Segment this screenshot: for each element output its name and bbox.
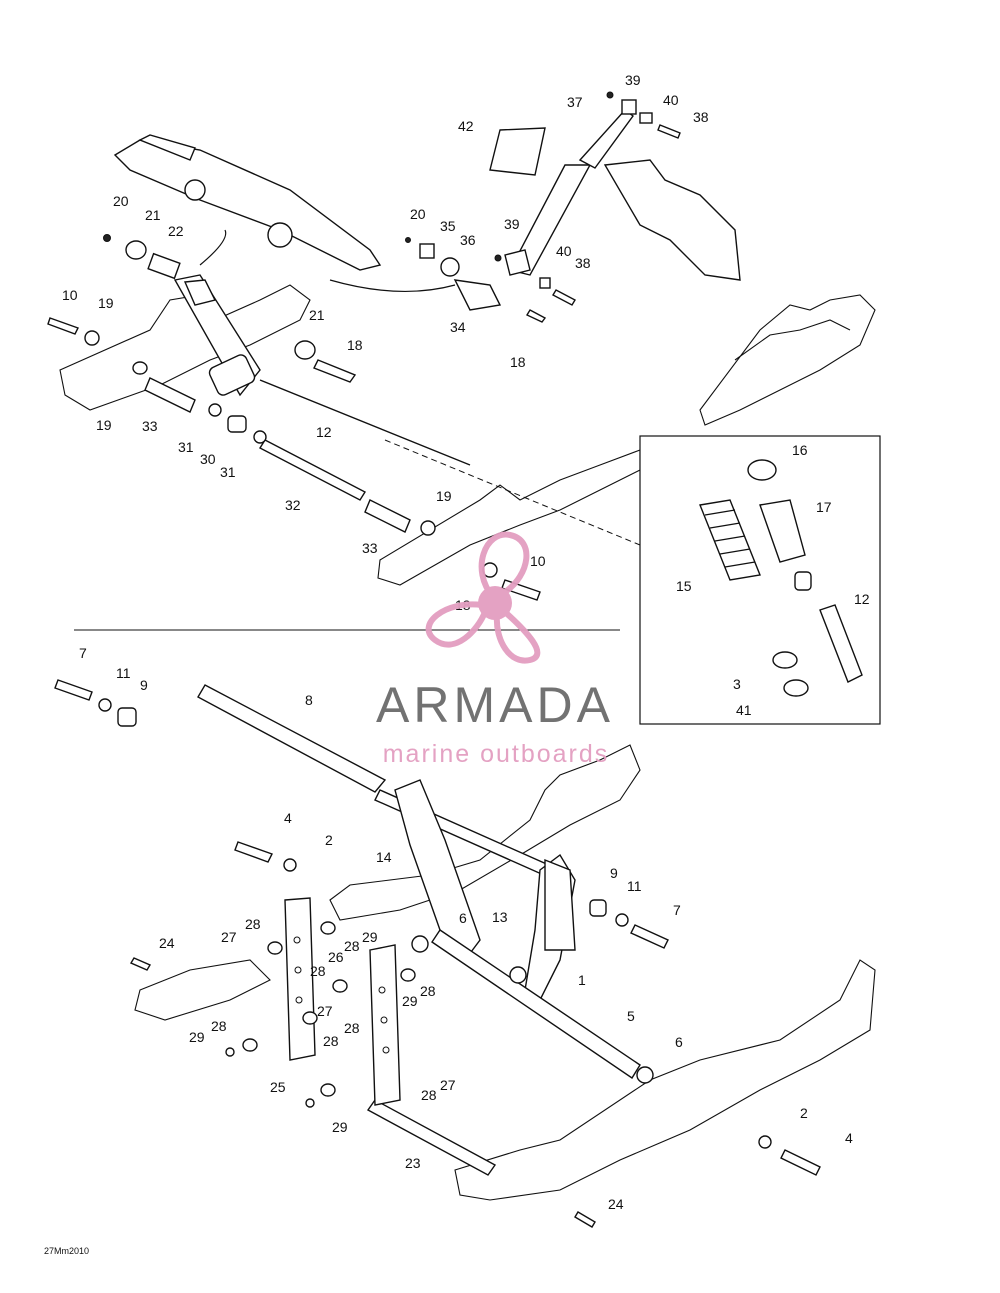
upper-hardware — [47, 91, 681, 601]
callout-label: 30 — [200, 451, 216, 467]
leader-curve-2 — [199, 229, 227, 266]
leader-curve — [329, 279, 456, 293]
rear-arm-assembly — [113, 134, 382, 271]
callout-label: 36 — [460, 232, 476, 248]
watermark-tagline: marine outboards — [383, 740, 610, 768]
callout-label: 15 — [676, 578, 692, 594]
callout-label: 28 — [344, 1020, 360, 1036]
callout-label: 31 — [178, 439, 194, 455]
callout-label: 2 — [325, 832, 333, 848]
callout-label: 1 — [578, 972, 586, 988]
callout-label: 10 — [530, 553, 546, 569]
callout-label: 19 — [96, 417, 112, 433]
callout-label: 2 — [800, 1105, 808, 1121]
shock-detail-box — [639, 435, 881, 725]
callout-label: 39 — [625, 72, 641, 88]
callout-label: 12 — [854, 591, 870, 607]
callout-label: 33 — [142, 418, 158, 434]
callout-label: 23 — [405, 1155, 421, 1171]
drawing-code: 27Mm2010 — [44, 1246, 89, 1256]
callout-label: 26 — [328, 949, 344, 965]
callout-label: 6 — [675, 1034, 683, 1050]
watermark-brand: ARMADA — [376, 677, 614, 733]
lower-cross-shaft — [366, 929, 641, 1176]
callout-label: 3 — [733, 676, 741, 692]
callout-label: 7 — [79, 645, 87, 661]
callout-label: 39 — [504, 216, 520, 232]
callout-label: 19 — [98, 295, 114, 311]
callout-label: 27 — [440, 1077, 456, 1093]
callout-label: 4 — [284, 810, 292, 826]
callout-label: 33 — [362, 540, 378, 556]
callout-label: 24 — [608, 1196, 624, 1212]
callout-label: 28 — [310, 963, 326, 979]
callout-label: 27 — [221, 929, 237, 945]
callout-label: 25 — [270, 1079, 286, 1095]
front-arm-assembly — [394, 779, 576, 1002]
callout-label: 14 — [376, 849, 392, 865]
callout-label: 20 — [113, 193, 129, 209]
propeller-logo-icon — [425, 531, 541, 664]
callout-label: 9 — [140, 677, 148, 693]
callout-label: 32 — [285, 497, 301, 513]
callout-label: 10 — [62, 287, 78, 303]
lower-hardware — [54, 679, 821, 1228]
callout-label: 28 — [344, 938, 360, 954]
lower-frame-rails — [134, 744, 876, 1201]
callout-label: 29 — [362, 929, 378, 945]
callout-label: 9 — [610, 865, 618, 881]
callout-label: 38 — [575, 255, 591, 271]
callout-label: 28 — [211, 1018, 227, 1034]
callout-label: 28 — [421, 1087, 437, 1103]
callout-label: 18 — [510, 354, 526, 370]
leader-to-detail — [384, 439, 641, 546]
rear-shock-absorber — [173, 274, 261, 397]
callout-label: 40 — [556, 243, 572, 259]
callout-label: 28 — [245, 916, 261, 932]
callout-label: 21 — [309, 307, 325, 323]
callout-label: 5 — [627, 1008, 635, 1024]
callout-label: 11 — [627, 878, 642, 894]
callout-label: 42 — [458, 118, 474, 134]
callout-label: 34 — [450, 319, 466, 335]
callout-label: 17 — [816, 499, 832, 515]
callout-label: 28 — [323, 1033, 339, 1049]
callout-label: 40 — [663, 92, 679, 108]
callout-label: 41 — [736, 702, 752, 718]
callout-label: 18 — [347, 337, 363, 353]
callout-label: 11 — [116, 665, 131, 681]
upper-right-frame-rail — [699, 294, 876, 426]
upper-cross-shaft — [144, 377, 471, 533]
upper-left-frame-rail — [59, 284, 641, 586]
callout-label: 29 — [402, 993, 418, 1009]
callout-label: 20 — [410, 206, 426, 222]
callout-label: 29 — [189, 1029, 205, 1045]
suspension-links — [284, 897, 401, 1106]
callout-label: 35 — [440, 218, 456, 234]
callout-label: 16 — [792, 442, 808, 458]
callout-label: 37 — [567, 94, 583, 110]
callout-label: 4 — [845, 1130, 853, 1146]
callout-label: 29 — [332, 1119, 348, 1135]
callout-label: 31 — [220, 464, 236, 480]
callout-label: 7 — [673, 902, 681, 918]
callout-label: 38 — [693, 109, 709, 125]
callout-label: 6 — [459, 910, 467, 926]
callout-label: 8 — [305, 692, 313, 708]
callout-label: 22 — [168, 223, 184, 239]
callout-label: 27 — [317, 1003, 333, 1019]
callout-label: 21 — [145, 207, 161, 223]
callout-label: 12 — [316, 424, 332, 440]
callout-labels: 39 37 40 38 42 20 21 22 20 35 36 39 40 3… — [62, 72, 870, 1212]
callout-label: 28 — [420, 983, 436, 999]
callout-label: 19 — [436, 488, 452, 504]
callout-label: 13 — [492, 909, 508, 925]
armada-watermark: ARMADA marine outboards — [376, 531, 614, 768]
front-shock-absorber — [489, 109, 741, 281]
callout-label: 24 — [159, 935, 175, 951]
